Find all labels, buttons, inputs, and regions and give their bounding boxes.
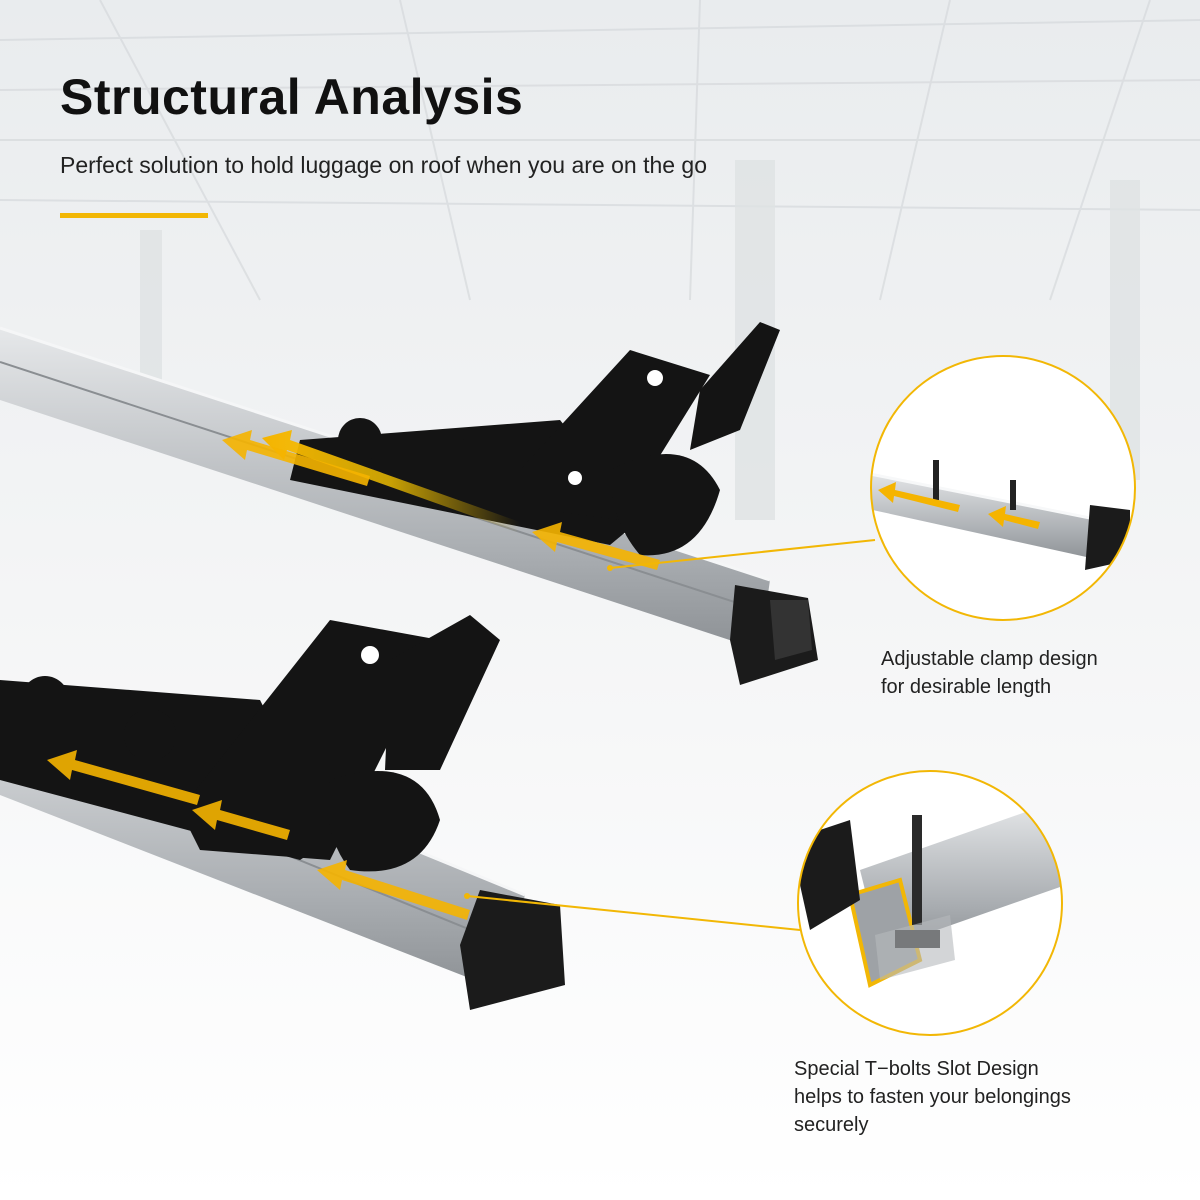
zoom-circle-clamp-slot [870,355,1136,621]
zoom-circle-t-bolt [797,770,1063,1036]
lower-clamp [0,615,500,872]
page-subtitle: Perfect solution to hold luggage on roof… [60,152,708,178]
callout-lines [466,539,876,931]
callout-line: Special T−bolts Slot Design [794,1058,1039,1080]
upper-clamp [290,322,780,556]
callout-tbolt-caption: Special T−bolts Slot Design helps to fas… [794,1055,1071,1139]
callout-line: helps to fasten your belongings [794,1086,1071,1108]
accent-underline [60,213,208,218]
callout-clamp-caption: Adjustable clamp design for desirable le… [881,645,1098,701]
callout-line: securely [794,1114,869,1136]
callout-line: Adjustable clamp design [881,648,1098,670]
adjustment-arrows [47,430,660,920]
page-title: Structural Analysis [60,69,524,125]
callout-line: for desirable length [881,676,1052,698]
